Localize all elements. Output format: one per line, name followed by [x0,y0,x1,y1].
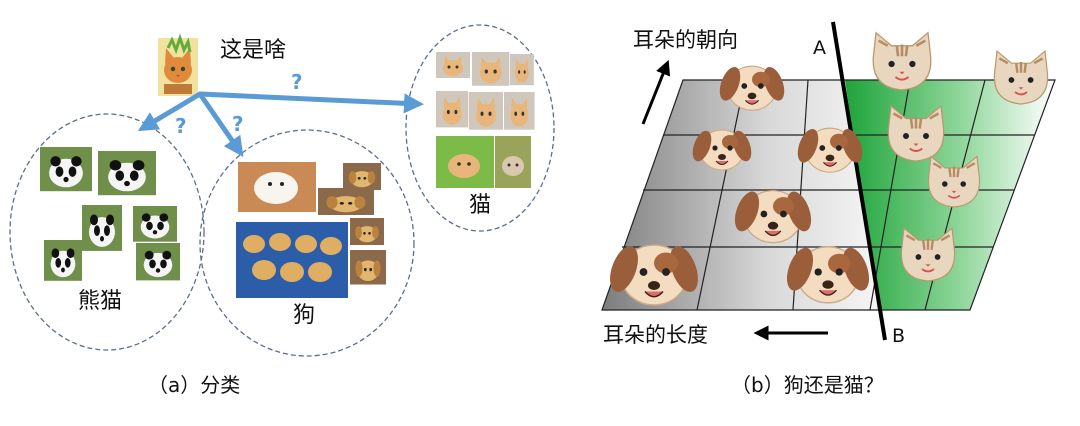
panda-photos [40,147,180,281]
dog-photo-icon [343,163,381,190]
dog-photo-icon [318,188,374,215]
cat-photo-icon [436,136,494,188]
dog-photo-icon [238,162,316,212]
panda-cluster-ellipse [9,113,205,351]
query-label: 这是啥 [220,38,286,63]
axis-left-label: 耳朵的长度 [603,323,708,347]
question-mark-dog: ? [232,112,244,136]
panda-photo-icon [133,206,177,242]
caption-a: （a）分类 [148,373,240,397]
axis-up-label: 耳朵的朝向 [633,28,738,52]
panda-cluster-label: 熊猫 [78,289,122,314]
panda-photo-icon [136,243,180,281]
panda-photo-icon [98,151,156,196]
dog-photo-icon [350,218,384,245]
cat-photo-icon [495,136,531,188]
cat-photo-icon [436,52,470,78]
axis-up-arrow [641,59,671,125]
panel-a: 这是啥 ? ? ? 熊猫 [9,24,555,397]
panda-photo-icon [40,147,92,192]
dog-photos [236,162,386,298]
cat-photo-icon [472,52,510,86]
cat-photo-icon [469,92,503,130]
question-mark-panda: ? [175,114,187,138]
panda-photo-icon [44,240,82,281]
caption-b: （b）狗还是猫？ [731,373,884,397]
line-label-b: B [892,325,905,347]
classification-arrows [137,91,424,157]
query-cat-photo-icon [158,33,198,96]
dog-photo-icon [236,222,348,298]
cat-photo-icon [504,92,535,130]
cat-photo-icon [510,54,534,86]
decision-boundary-line [831,21,887,341]
cat-photos [436,52,535,188]
dog-photo-icon [350,250,386,285]
cat-cluster-label: 猫 [469,193,491,218]
panda-photo-icon [82,205,122,251]
cat-cluster-ellipse [405,24,555,232]
cat-photo-icon [436,91,469,128]
question-mark-cat: ? [291,70,303,94]
line-label-a: A [813,37,826,59]
dog-cluster-ellipse [199,129,415,357]
panel-b: A B 耳朵的朝向 耳朵的长度 （b）狗还是猫？ [601,21,1056,397]
dog-cluster-label: 狗 [293,303,315,328]
cat-face-icon [871,31,933,92]
cat-face-icon [993,49,1049,106]
